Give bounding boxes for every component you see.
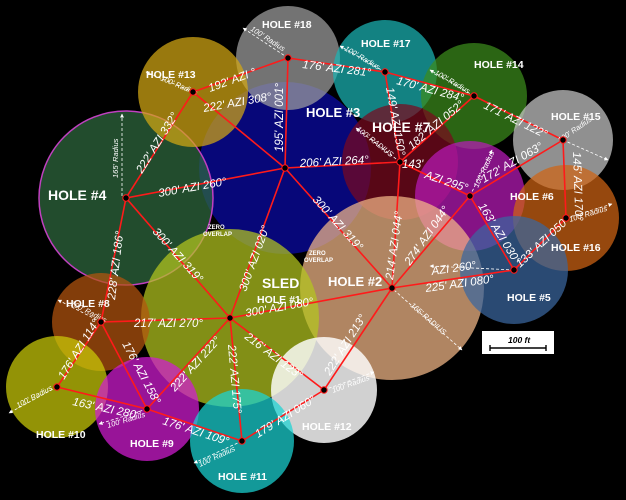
hole-6-marker [466,192,474,200]
scale-bar-label: 100 ft [508,335,531,345]
hole-7-marker [396,158,404,166]
hole-2-marker [388,284,396,292]
zero-overlap-note: OVERLAP [304,258,333,264]
hole-14-marker [470,92,478,100]
zero-overlap-note: OVERLAP [203,232,232,238]
hole-10-marker [53,383,61,391]
hole-8-marker [97,318,105,326]
path-line [399,95,475,163]
path-line [323,287,393,391]
hole-1-marker [226,314,234,322]
path-line [287,57,386,73]
hole-4-label: HOLE #4 [48,187,107,203]
path-line [399,161,471,197]
hole-15-label: HOLE #15 [551,111,601,123]
path-line [391,269,515,289]
path-line [284,161,401,169]
hole-9-marker [143,405,151,413]
hole-16-marker [562,214,570,222]
path-line [391,161,401,289]
hole-12-label: HOLE #12 [302,421,352,433]
hole-13-marker [189,88,197,96]
path-line [146,408,243,442]
hole-17-label: HOLE #17 [361,38,411,50]
segment-label: 145' AZI 170° [570,152,584,222]
hole-4-marker [122,194,130,202]
hole-14-label: HOLE #14 [474,59,524,71]
path-line [284,167,393,289]
path-line [241,389,325,442]
segment-label: 143' [402,159,424,171]
hole-3-label: HOLE #3 [306,105,360,120]
path-line [469,195,515,271]
path-line [192,91,286,169]
path-line [473,95,564,141]
hole-18-label: HOLE #18 [262,19,312,31]
sled-label: SLED [262,275,299,291]
hole-markers [53,54,570,445]
path-line [100,317,231,323]
hole-labels: HOLE #1 SLED HOLE #2 HOLE #3 HOLE #4 HOL… [36,19,601,483]
hole-16-label: HOLE #16 [551,242,601,254]
path-line [384,71,475,97]
hole-18-marker [284,54,292,62]
path-line [229,167,286,319]
radius-arrows [8,27,613,464]
path-line [391,195,471,289]
hole-10-label: HOLE #10 [36,429,86,441]
hole-5-marker [510,266,518,274]
path-line [100,321,148,410]
hole-8-label: HOLE #8 [66,298,110,310]
zero-overlap-notes: ZERO OVERLAP ZERO OVERLAP [203,225,333,264]
path-line [192,57,289,93]
path-line [384,71,401,163]
path-line [229,317,325,391]
hole-7-label: HOLE #7 [372,119,431,135]
zero-overlap-note: ZERO [309,251,326,257]
path-line [229,287,393,319]
path-line [125,167,286,199]
path-line [146,317,231,410]
hole-17-marker [381,68,389,76]
hole-5-label: HOLE #5 [507,292,551,304]
path-line [125,91,194,199]
path-line [56,386,148,410]
hole-6-label: HOLE #6 [510,191,554,203]
hole-13-label: HOLE #13 [146,69,196,81]
path-line [100,197,127,323]
path-line [562,139,567,219]
path-line [56,321,102,388]
hole-2-label: HOLE #2 [328,274,382,289]
hole-12-marker [320,386,328,394]
hole-9-label: HOLE #9 [130,438,174,450]
survey-lines [56,57,567,442]
segment-label: 195' AZI 001° [274,83,286,152]
hole-3-marker [281,164,289,172]
zero-overlap-note: ZERO [208,225,225,231]
hole-15-marker [559,136,567,144]
radius-label-hole-4: 165' Radius [111,138,120,178]
path-line [229,317,243,442]
scale-bar: 100 ft [482,331,554,354]
path-line [125,197,231,319]
path-line [284,57,289,169]
hole-11-marker [238,437,246,445]
hole-1-label: HOLE #1 [257,294,301,306]
path-line [469,139,564,197]
segment-label: 206' AZI 264° [299,154,370,170]
path-line [513,217,567,271]
hole-11-label: HOLE #11 [218,471,267,483]
segment-label: 217' AZI 270° [133,318,203,330]
